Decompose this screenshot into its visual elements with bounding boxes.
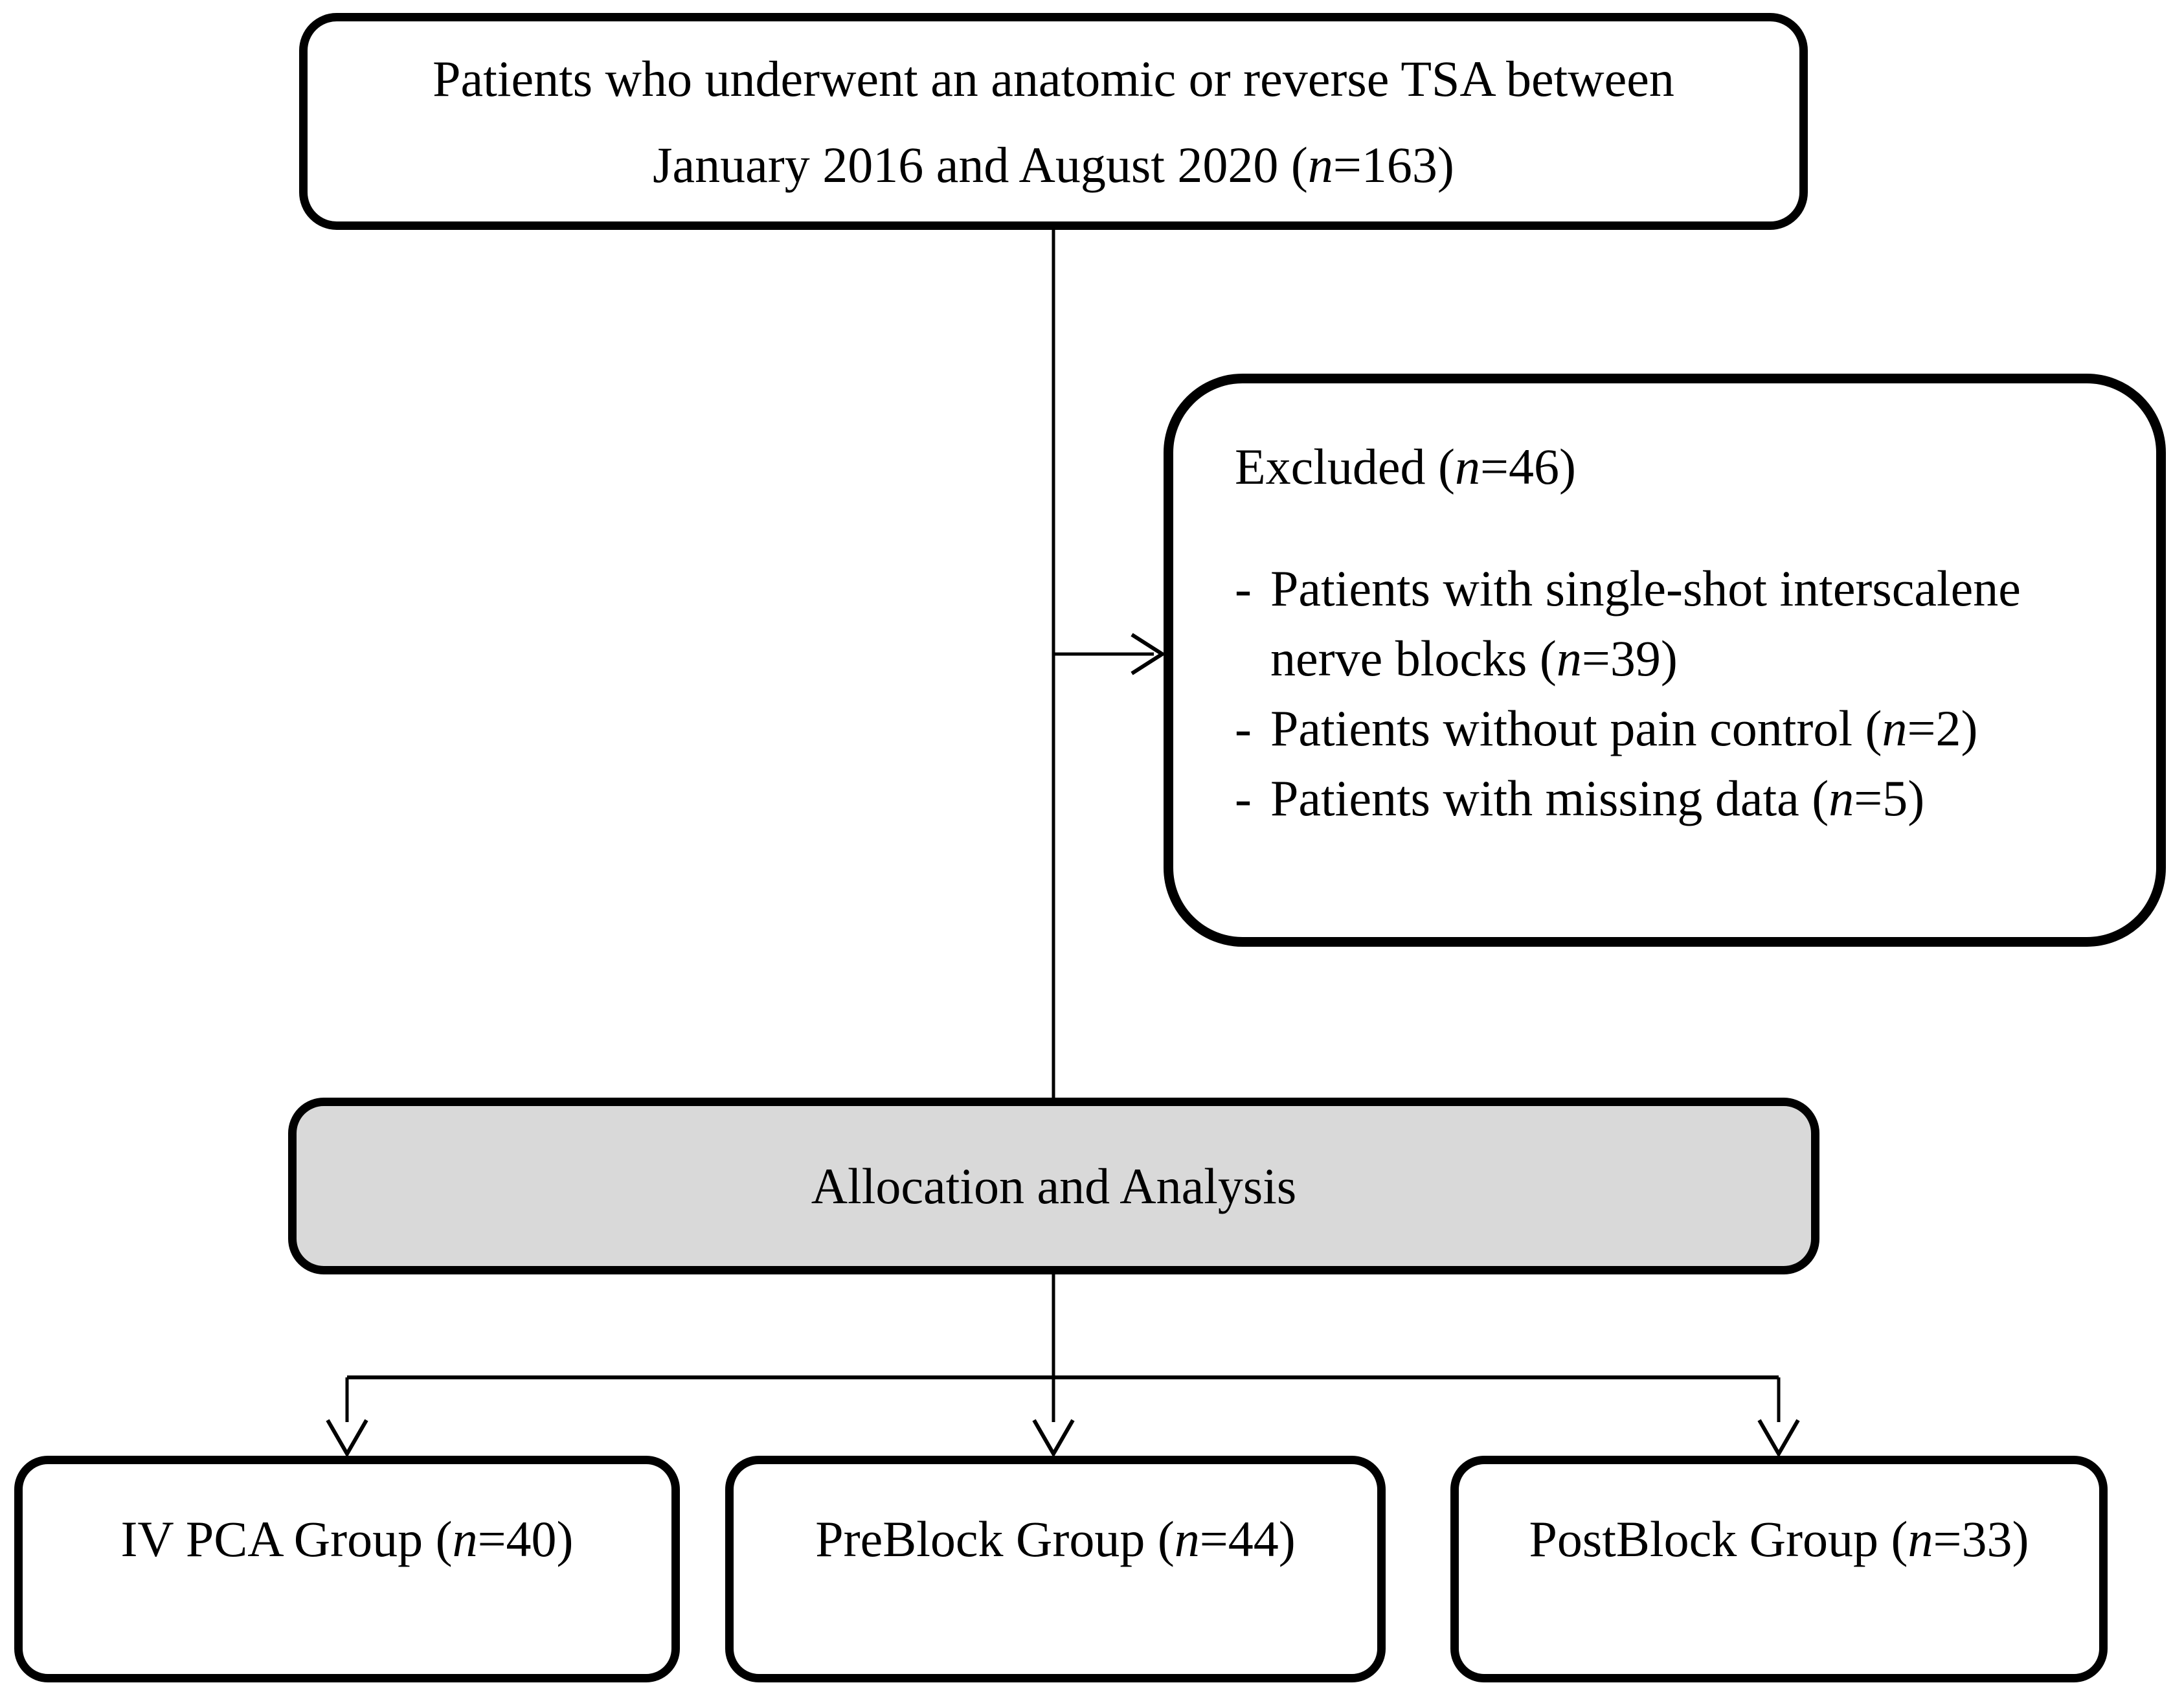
- excluded-content: Excluded (n=46) -Patients with single-sh…: [1173, 383, 2156, 833]
- excluded-item-missing-data: -Patients with missing data (n=5): [1235, 763, 2130, 833]
- excluded-item-interscalene: -Patients with single-shot interscalene …: [1235, 554, 2130, 694]
- excluded-box: Excluded (n=46) -Patients with single-sh…: [1164, 374, 2166, 947]
- n-symbol: n: [1455, 438, 1481, 495]
- n-symbol: n: [1556, 630, 1582, 686]
- n-symbol: n: [1882, 700, 1908, 756]
- allocation-box: Allocation and Analysis: [288, 1098, 1819, 1274]
- n-symbol: n: [1174, 1511, 1200, 1567]
- bullet-dash: -: [1235, 770, 1252, 826]
- excluded-title: Excluded (n=46): [1235, 438, 1576, 495]
- excluded-list: -Patients with single-shot interscalene …: [1235, 554, 2130, 833]
- n-symbol: n: [452, 1511, 478, 1567]
- enrollment-line1: Patients who underwent an anatomic or re…: [433, 50, 1674, 107]
- n-symbol: n: [1908, 1511, 1933, 1567]
- enrollment-box: Patients who underwent an anatomic or re…: [299, 13, 1808, 230]
- n-symbol: n: [1307, 136, 1333, 193]
- bullet-dash: -: [1235, 700, 1252, 756]
- arrowhead-down-middle-icon: [1032, 1419, 1075, 1458]
- enrollment-line2: January 2016 and August 2020 (n=163): [653, 136, 1454, 193]
- arrowhead-down-right-icon: [1757, 1419, 1800, 1458]
- group-label: PreBlock Group (n=44): [815, 1511, 1296, 1567]
- arrowhead-right-icon: [1131, 633, 1166, 675]
- group-box-iv-pca: IV PCA Group (n=40): [14, 1456, 680, 1682]
- group-label: PostBlock Group (n=33): [1529, 1511, 2029, 1567]
- group-box-postblock: PostBlock Group (n=33): [1450, 1456, 2108, 1682]
- group-box-preblock: PreBlock Group (n=44): [725, 1456, 1386, 1682]
- bullet-dash: -: [1235, 560, 1252, 616]
- n-symbol: n: [1829, 770, 1854, 826]
- group-label: IV PCA Group (n=40): [120, 1511, 574, 1567]
- arrowhead-down-left-icon: [326, 1419, 368, 1458]
- excluded-item-pain-control: -Patients without pain control (n=2): [1235, 694, 2130, 763]
- allocation-label: Allocation and Analysis: [811, 1157, 1297, 1214]
